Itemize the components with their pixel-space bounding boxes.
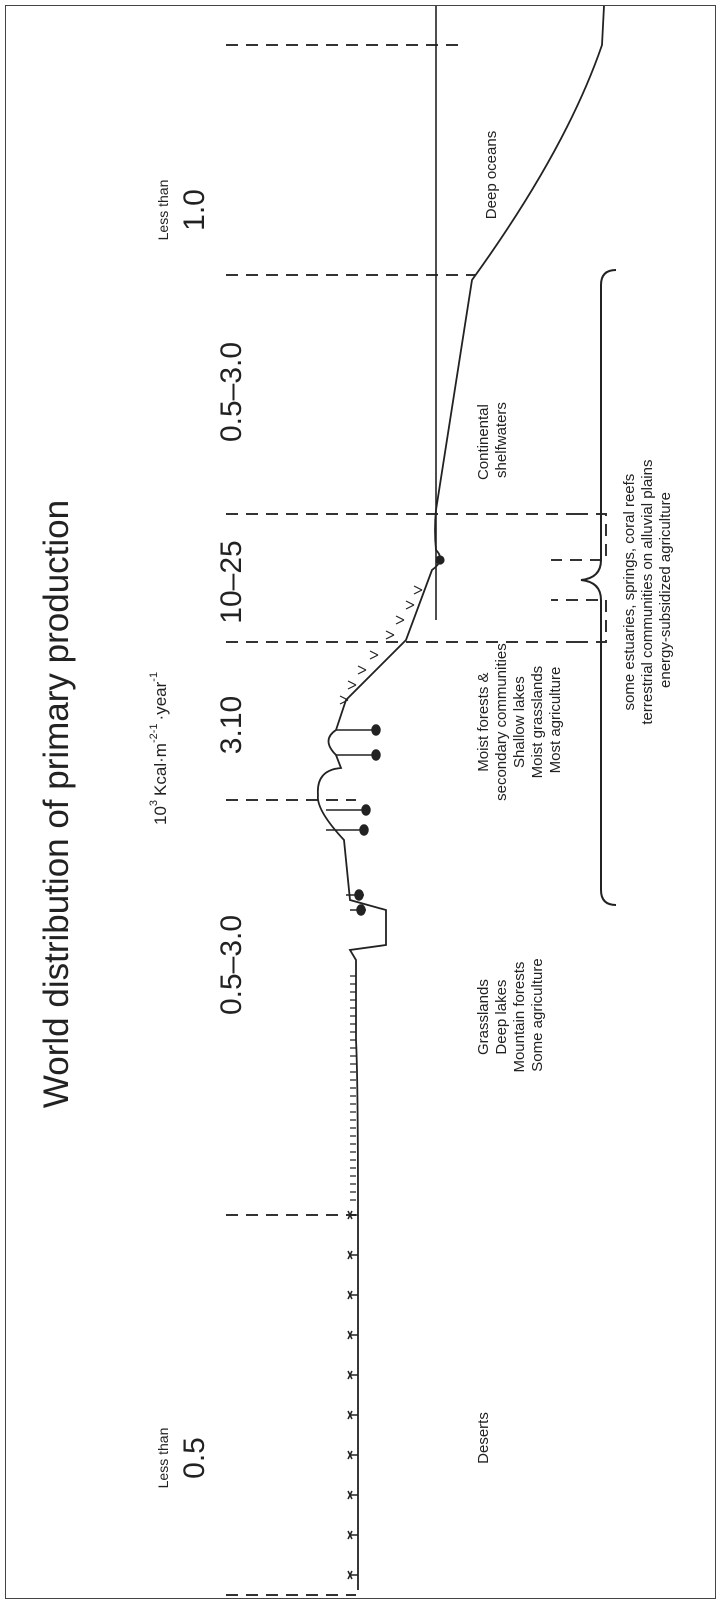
units-base-exp: 3: [148, 800, 160, 806]
brace-line-2: terrestrial communities on alluvial plai…: [639, 460, 656, 725]
zone-5-value: 0.5–3.0: [215, 342, 248, 442]
continental-line-2: shelfwaters: [493, 402, 510, 478]
zone-6-prefix: Less than: [155, 180, 171, 241]
grasslands-line-3: Mountain forests: [511, 962, 528, 1073]
deep-oceans-label: Deep oceans: [483, 131, 500, 219]
moist-line-5: Most agriculture: [547, 667, 564, 774]
terrain-profile: [317, 6, 605, 1590]
coastal-marks: [339, 555, 445, 705]
units-m: m: [151, 743, 170, 757]
grasslands-line-2: Deep lakes: [493, 980, 510, 1055]
continental-line-1: Continental: [475, 404, 492, 480]
diagram-title: World distribution of primary production: [37, 500, 76, 1108]
brace-line-1: some estuaries, springs, coral reefs: [621, 474, 638, 711]
grasslands-label: Grasslands Deep lakes Mountain forests S…: [475, 957, 546, 1072]
units-kcal: Kcal: [151, 763, 170, 796]
primary-production-diagram: World distribution of primary production…: [37, 6, 674, 1596]
zone-2-value: 0.5–3.0: [215, 915, 248, 1015]
peak-zone-bracket: [551, 513, 607, 643]
desert-plants: [347, 1210, 358, 1580]
moist-forests-label: Moist forests & secondary communities Sh…: [475, 639, 564, 801]
units-dot: ·: [151, 757, 170, 763]
moist-line-1: Moist forests &: [475, 672, 492, 771]
zone-dividers: [226, 44, 576, 1596]
units-year-exp: -1: [148, 672, 160, 682]
zone-1-value: 0.5: [178, 1437, 211, 1479]
continental-label: Continental shelfwaters: [475, 400, 510, 480]
zone-values: Less than 0.5 0.5–3.0 3.10 10–25 0.5–3.0…: [155, 180, 248, 1489]
zone-6-value: 1.0: [178, 189, 211, 231]
grasslands-line-4: Some agriculture: [529, 958, 546, 1071]
units-base: 10: [151, 806, 170, 825]
moist-line-3: Shallow lakes: [511, 676, 528, 768]
grouping-brace: [580, 269, 617, 906]
zone-1-prefix: Less than: [155, 1428, 171, 1489]
brace-description: some estuaries, springs, coral reefs ter…: [621, 455, 674, 724]
units-year: year: [151, 681, 170, 714]
diagram-frame: World distribution of primary production…: [5, 5, 716, 1599]
grass-ticks: [350, 975, 356, 1201]
forest-trees: [326, 724, 381, 916]
brace-line-3: energy-subsidized agriculture: [657, 492, 674, 688]
zone-3-value: 3.10: [215, 696, 248, 754]
units-m-exp: -2-1: [148, 723, 160, 743]
moist-line-4: Moist grasslands: [529, 666, 546, 779]
rotated-canvas: World distribution of primary production…: [6, 6, 717, 1600]
deserts-label: Deserts: [475, 1412, 492, 1464]
moist-line-2: secondary communities: [493, 643, 510, 801]
grasslands-line-1: Grasslands: [475, 979, 492, 1055]
units-label: 103Kcal·m-2-1·year-1: [148, 672, 170, 825]
units-dot2: ·: [151, 715, 170, 721]
zone-4-value: 10–25: [215, 540, 248, 623]
